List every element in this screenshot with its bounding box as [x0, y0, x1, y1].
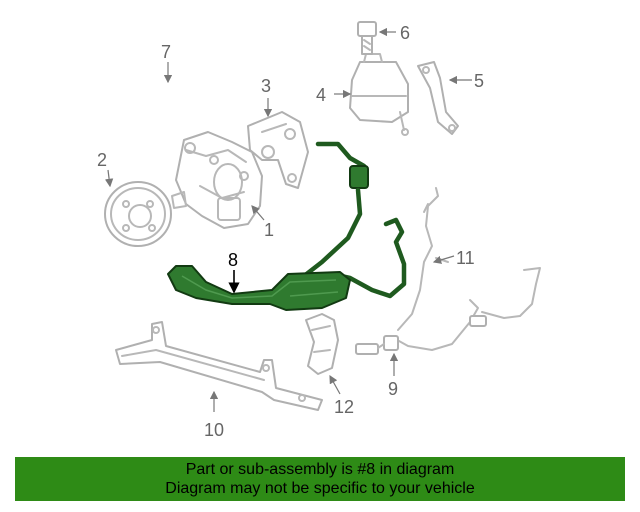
- part-2-pulley: [104, 181, 172, 247]
- part-3-bracket: [247, 111, 309, 189]
- banner-line-2: Diagram may not be specific to your vehi…: [165, 480, 475, 497]
- callout-3: 3: [261, 76, 271, 96]
- callout-2: 2: [97, 150, 107, 170]
- callout-11: 11: [456, 248, 475, 268]
- callout-4: 4: [316, 85, 326, 105]
- callout-10: 10: [204, 420, 224, 440]
- info-banner: Part or sub-assembly is #8 in diagram Di…: [15, 457, 625, 501]
- part-5-bracket: [417, 61, 459, 135]
- callout-1: 1: [264, 220, 274, 240]
- callout-7: 7: [161, 42, 171, 62]
- callout-12: 12: [334, 397, 354, 417]
- part-7-hose: [123, 85, 193, 119]
- leader-lines: [104, 27, 472, 412]
- part-12-clamp: [305, 313, 339, 375]
- callout-5: 5: [474, 71, 484, 91]
- part-10-crossmember: [115, 321, 323, 411]
- part-1-pump: [171, 131, 263, 229]
- part-11-line: [397, 187, 449, 331]
- callout-8: 8: [228, 250, 238, 270]
- parts-diagram: 7 2 3 4 5 6 1 11 9 10 12 8: [97, 21, 541, 440]
- part-4-reservoir: [349, 53, 409, 136]
- part-6-cap: [357, 21, 377, 55]
- callout-9: 9: [388, 379, 398, 399]
- part-9-cooler-line: [355, 267, 541, 355]
- callout-6: 6: [400, 23, 410, 43]
- part-8-hose-assembly: [167, 141, 407, 311]
- banner-line-1: Part or sub-assembly is #8 in diagram: [185, 461, 455, 478]
